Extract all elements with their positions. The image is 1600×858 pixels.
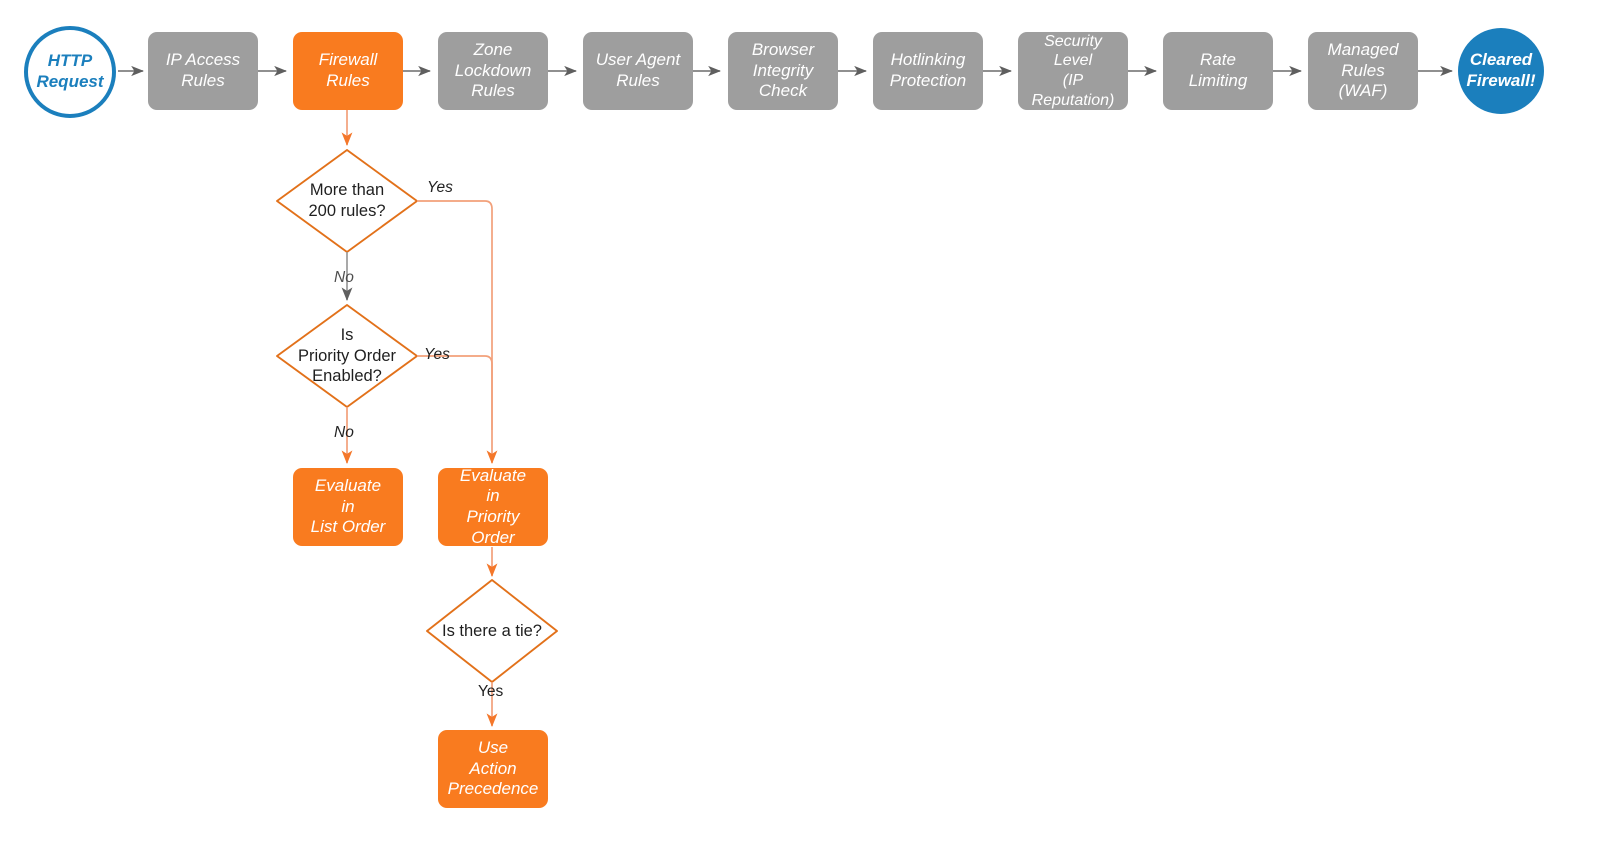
step-label: Lockdown: [454, 60, 532, 80]
step-label: Browser: [751, 39, 815, 59]
decision-more-than-200-rules[interactable]: More than 200 rules?: [277, 151, 417, 251]
edge-label-priority-no: No: [334, 424, 354, 441]
step-label: Rate: [1200, 50, 1236, 70]
step-label: Rules: [326, 71, 370, 90]
end-node-cleared-firewall[interactable]: Cleared Firewall!: [1458, 28, 1544, 114]
start-label-line1: HTTP: [47, 51, 93, 71]
step-label: Security: [1044, 32, 1102, 50]
outcome-label: List Order: [310, 517, 386, 537]
decision-label: Is there a tie?: [442, 621, 542, 640]
step-label: (WAF): [1338, 81, 1388, 101]
outcome-label: Evaluate: [459, 465, 527, 485]
edge-priority-yes: [417, 355, 493, 430]
edge-rulecount-yes: [417, 200, 498, 465]
step-zone-lockdown-rules[interactable]: Zone Lockdown Rules: [438, 32, 548, 110]
decision-label: Enabled?: [312, 367, 382, 386]
outcome-label: Evaluate: [314, 475, 382, 495]
step-label: Rules: [181, 71, 225, 90]
decision-label: Is: [340, 326, 354, 345]
step-label: Rules: [616, 71, 660, 90]
decision-is-there-a-tie[interactable]: Is there a tie?: [417, 581, 567, 681]
step-label: Level: [1053, 52, 1093, 70]
step-label: Zone: [473, 39, 513, 59]
outcome-label: Priority Order: [466, 507, 520, 547]
step-label: User Agent: [595, 50, 681, 70]
step-firewall-rules[interactable]: Firewall Rules: [293, 32, 403, 110]
step-rate-limiting[interactable]: Rate Limiting: [1163, 32, 1273, 110]
step-label: Hotlinking: [890, 50, 966, 70]
step-label: Protection: [889, 71, 967, 90]
outcome-label: Action: [469, 758, 517, 778]
step-ip-access-rules[interactable]: IP Access Rules: [148, 32, 258, 110]
step-label: Firewall: [318, 50, 378, 70]
step-label: (IP Reputation): [1031, 72, 1115, 109]
step-label: Rules: [471, 81, 515, 101]
step-browser-integrity-check[interactable]: Browser Integrity Check: [728, 32, 838, 110]
outcome-label: Use: [477, 737, 509, 757]
step-label: Integrity: [752, 60, 814, 80]
edge-label-tie-yes: Yes: [478, 683, 504, 700]
start-label-line2: Request: [36, 72, 104, 91]
outcome-use-action-precedence[interactable]: Use Action Precedence: [438, 730, 548, 808]
edge-label-rulecount-no: No: [334, 269, 354, 286]
step-managed-rules-waf[interactable]: Managed Rules (WAF): [1308, 32, 1418, 110]
outcome-label: in: [486, 486, 500, 506]
decision-priority-order-enabled[interactable]: Is Priority Order Enabled?: [277, 306, 417, 406]
step-label: IP Access: [165, 50, 241, 70]
edge-label-rulecount-yes: Yes: [427, 179, 453, 196]
edge-label-priority-yes: Yes: [424, 346, 450, 363]
outcome-label: in: [341, 496, 355, 516]
step-hotlinking-protection[interactable]: Hotlinking Protection: [873, 32, 983, 110]
step-label: Limiting: [1188, 71, 1248, 90]
step-user-agent-rules[interactable]: User Agent Rules: [583, 32, 693, 110]
outcome-label: Precedence: [447, 779, 539, 799]
outcome-evaluate-priority-order[interactable]: Evaluate in Priority Order: [438, 465, 548, 547]
decision-label: More than: [309, 181, 385, 200]
decision-label: Priority Order: [297, 346, 397, 365]
step-label: Managed: [1327, 39, 1399, 59]
step-label: Rules: [1341, 60, 1385, 80]
step-label: Check: [758, 81, 808, 101]
step-security-level[interactable]: Security Level (IP Reputation): [1018, 32, 1128, 110]
end-label-line2: Firewall!: [1466, 71, 1536, 90]
start-node-http-request[interactable]: HTTP Request: [24, 26, 116, 118]
end-label-line1: Cleared: [1469, 50, 1533, 70]
decision-label: 200 rules?: [308, 202, 386, 220]
outcome-evaluate-list-order[interactable]: Evaluate in List Order: [293, 468, 403, 546]
